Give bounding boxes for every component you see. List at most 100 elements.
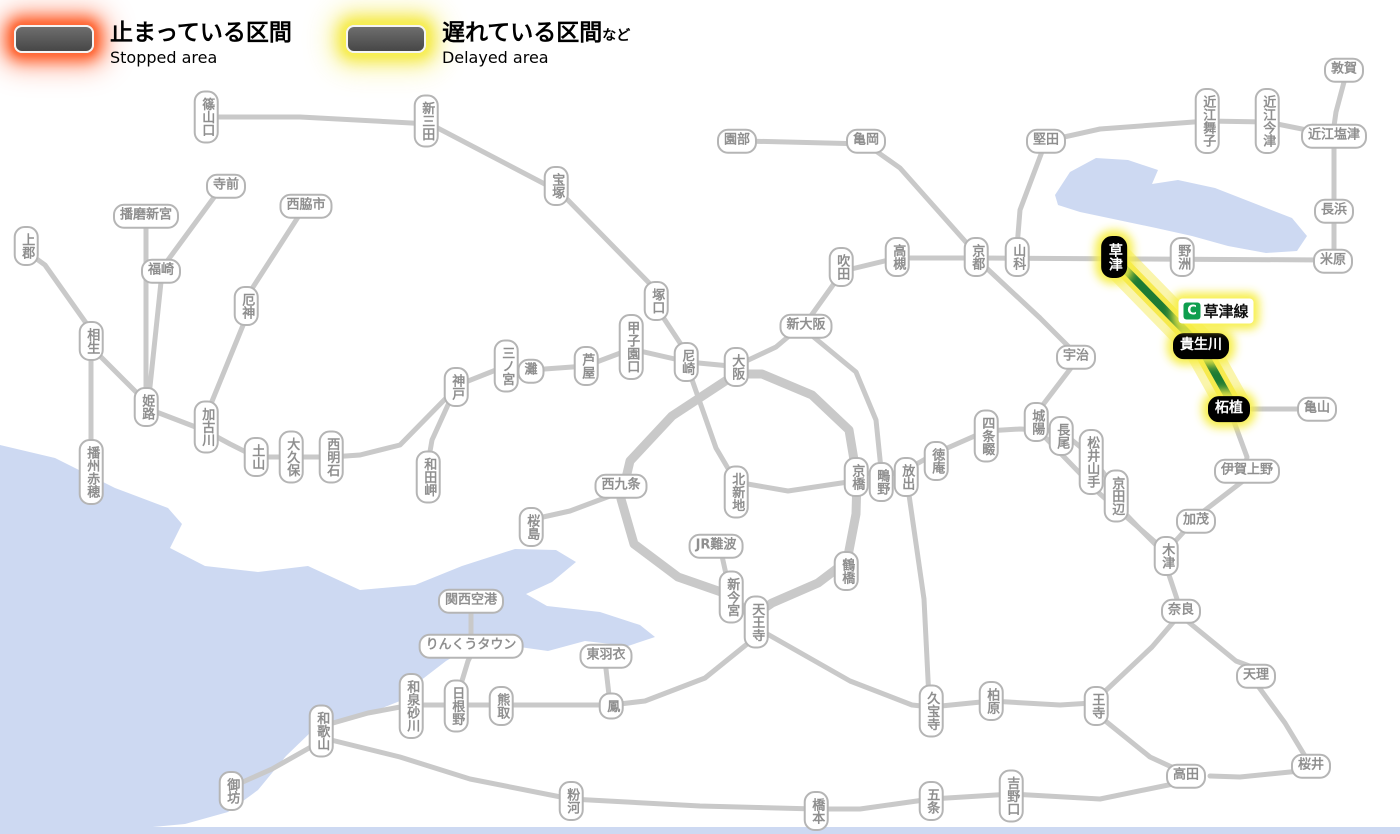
station-pill: 日根野 (443, 679, 469, 733)
station-pill: 高槻 (884, 237, 910, 277)
station-pill: 天王寺 (743, 595, 769, 649)
station-pill: 京田辺 (1103, 469, 1129, 523)
rail-line (1255, 683, 1308, 759)
rail-line (1095, 712, 1179, 772)
station-pill: 京都 (963, 237, 989, 277)
station-pill: 北新地 (723, 465, 749, 519)
station-pill-highlighted: 草津 (1101, 236, 1127, 278)
station-pill: 堅田 (1025, 128, 1067, 154)
station-pill: 敦賀 (1323, 57, 1365, 83)
rail-line (1331, 79, 1347, 129)
rail-line (603, 666, 612, 698)
stopped-area-swatch (14, 25, 94, 53)
station-pill: 厄神 (233, 286, 259, 326)
station-pill: 新今宮 (718, 570, 744, 624)
station-pill: 城陽 (1023, 402, 1049, 442)
station-pill: 土山 (243, 437, 269, 477)
station-pill: 篠山口 (193, 90, 219, 144)
station-pill: 播州赤穂 (78, 439, 104, 505)
station-pill: 五条 (918, 781, 944, 821)
station-pill: 甲子園口 (618, 314, 644, 380)
station-pill: 西明石 (318, 430, 344, 484)
station-pill: りんくうタウン (418, 633, 524, 659)
delayed-area-label-jp: 遅れている区間など (442, 20, 630, 48)
station-pill: 灘 (517, 358, 545, 384)
station-pill: 近江塩津 (1300, 123, 1368, 149)
station-pill: 長尾 (1048, 416, 1074, 456)
station-pill: 放出 (893, 457, 919, 497)
station-pill: 相生 (78, 321, 104, 361)
delayed-area-label-main: 遅れている区間 (441, 20, 603, 46)
delayed-area-label-en: Delayed area (441, 47, 549, 67)
water-area (0, 445, 655, 833)
stopped-area-label-jp: 止まっている区間 (110, 20, 292, 46)
stopped-area-text: 止まっている区間 Stopped area (110, 20, 292, 67)
station-pill: 野洲 (1169, 237, 1195, 277)
station-pill: 木津 (1153, 536, 1179, 576)
station-pill: 宝塚 (543, 166, 569, 206)
station-pill: 西脇市 (279, 193, 333, 219)
rail-line (905, 485, 932, 702)
water-area (1055, 158, 1307, 253)
delayed-area-text: 遅れている区間など Delayed area (442, 20, 630, 67)
station-pill: 熊取 (488, 686, 514, 726)
station-pill: 山科 (1004, 237, 1030, 277)
station-pill: 桜井 (1290, 753, 1332, 779)
legend-delayed-item: 遅れている区間など Delayed area (345, 20, 630, 67)
station-pill: 播磨新宮 (112, 203, 180, 229)
rail-line (977, 255, 1327, 263)
station-pill: 神戸 (443, 367, 469, 407)
station-pill: 鴫野 (868, 462, 894, 502)
station-pill-highlighted: 柘植 (1208, 396, 1250, 422)
legend-stopped-item: 止まっている区間 Stopped area (14, 20, 292, 67)
station-pill: 吹田 (828, 247, 854, 287)
station-pill: 亀山 (1296, 396, 1338, 422)
station-pill: 亀岡 (845, 128, 887, 154)
station-pill: 西九条 (594, 473, 648, 499)
station-pill: 桜島 (518, 507, 544, 547)
station-pill: 伊賀上野 (1213, 458, 1281, 484)
station-pill: 柏原 (978, 681, 1004, 721)
station-pill: 東羽衣 (579, 643, 633, 669)
station-pill: 関西空港 (437, 588, 505, 614)
station-pill: 奈良 (1160, 598, 1202, 624)
station-pill: 橋本 (803, 791, 829, 831)
station-pill: 三ノ宮 (493, 339, 519, 393)
rail-line (739, 255, 979, 366)
station-pill: 長浜 (1313, 198, 1355, 224)
station-pill: 和歌山 (308, 704, 334, 758)
station-pill: 塚口 (643, 281, 669, 321)
station-pill: JR難波 (688, 533, 744, 559)
station-pill: 近江今津 (1254, 88, 1280, 154)
station-pill: 吉野口 (998, 769, 1024, 823)
line-letter-badge: C (1183, 302, 1201, 320)
station-pill: 加古川 (193, 400, 219, 454)
station-pill: 寺前 (205, 173, 247, 199)
station-pill: 御坊 (218, 771, 244, 811)
station-pill: 新三田 (413, 94, 439, 148)
rail-line (1207, 768, 1303, 780)
station-pill: 福崎 (140, 258, 182, 284)
stopped-area-label-en: Stopped area (110, 47, 218, 67)
rail-line (233, 740, 321, 788)
water-area (0, 827, 1400, 834)
station-pill: 徳庵 (923, 441, 949, 481)
station-pill: 王寺 (1083, 686, 1109, 726)
rail-line (807, 331, 884, 472)
station-pill: 和田岬 (415, 450, 441, 504)
station-pill: 天理 (1235, 663, 1277, 689)
station-pill: 宇治 (1055, 344, 1097, 370)
station-pill: 姫路 (133, 387, 159, 427)
rail-line (1097, 616, 1179, 699)
station-pill: 粉河 (558, 781, 584, 821)
station-pill: 新大阪 (779, 313, 833, 339)
station-pill: 米原 (1312, 248, 1354, 274)
station-pill-highlighted: 貴生川 (1173, 333, 1229, 359)
station-pill: 久宝寺 (918, 684, 944, 738)
station-pill: 京橋 (843, 457, 869, 497)
legend: 止まっている区間 Stopped area 遅れている区間など Delayed … (14, 20, 630, 67)
delayed-area-swatch (345, 25, 426, 53)
station-pill: 園部 (716, 128, 758, 154)
